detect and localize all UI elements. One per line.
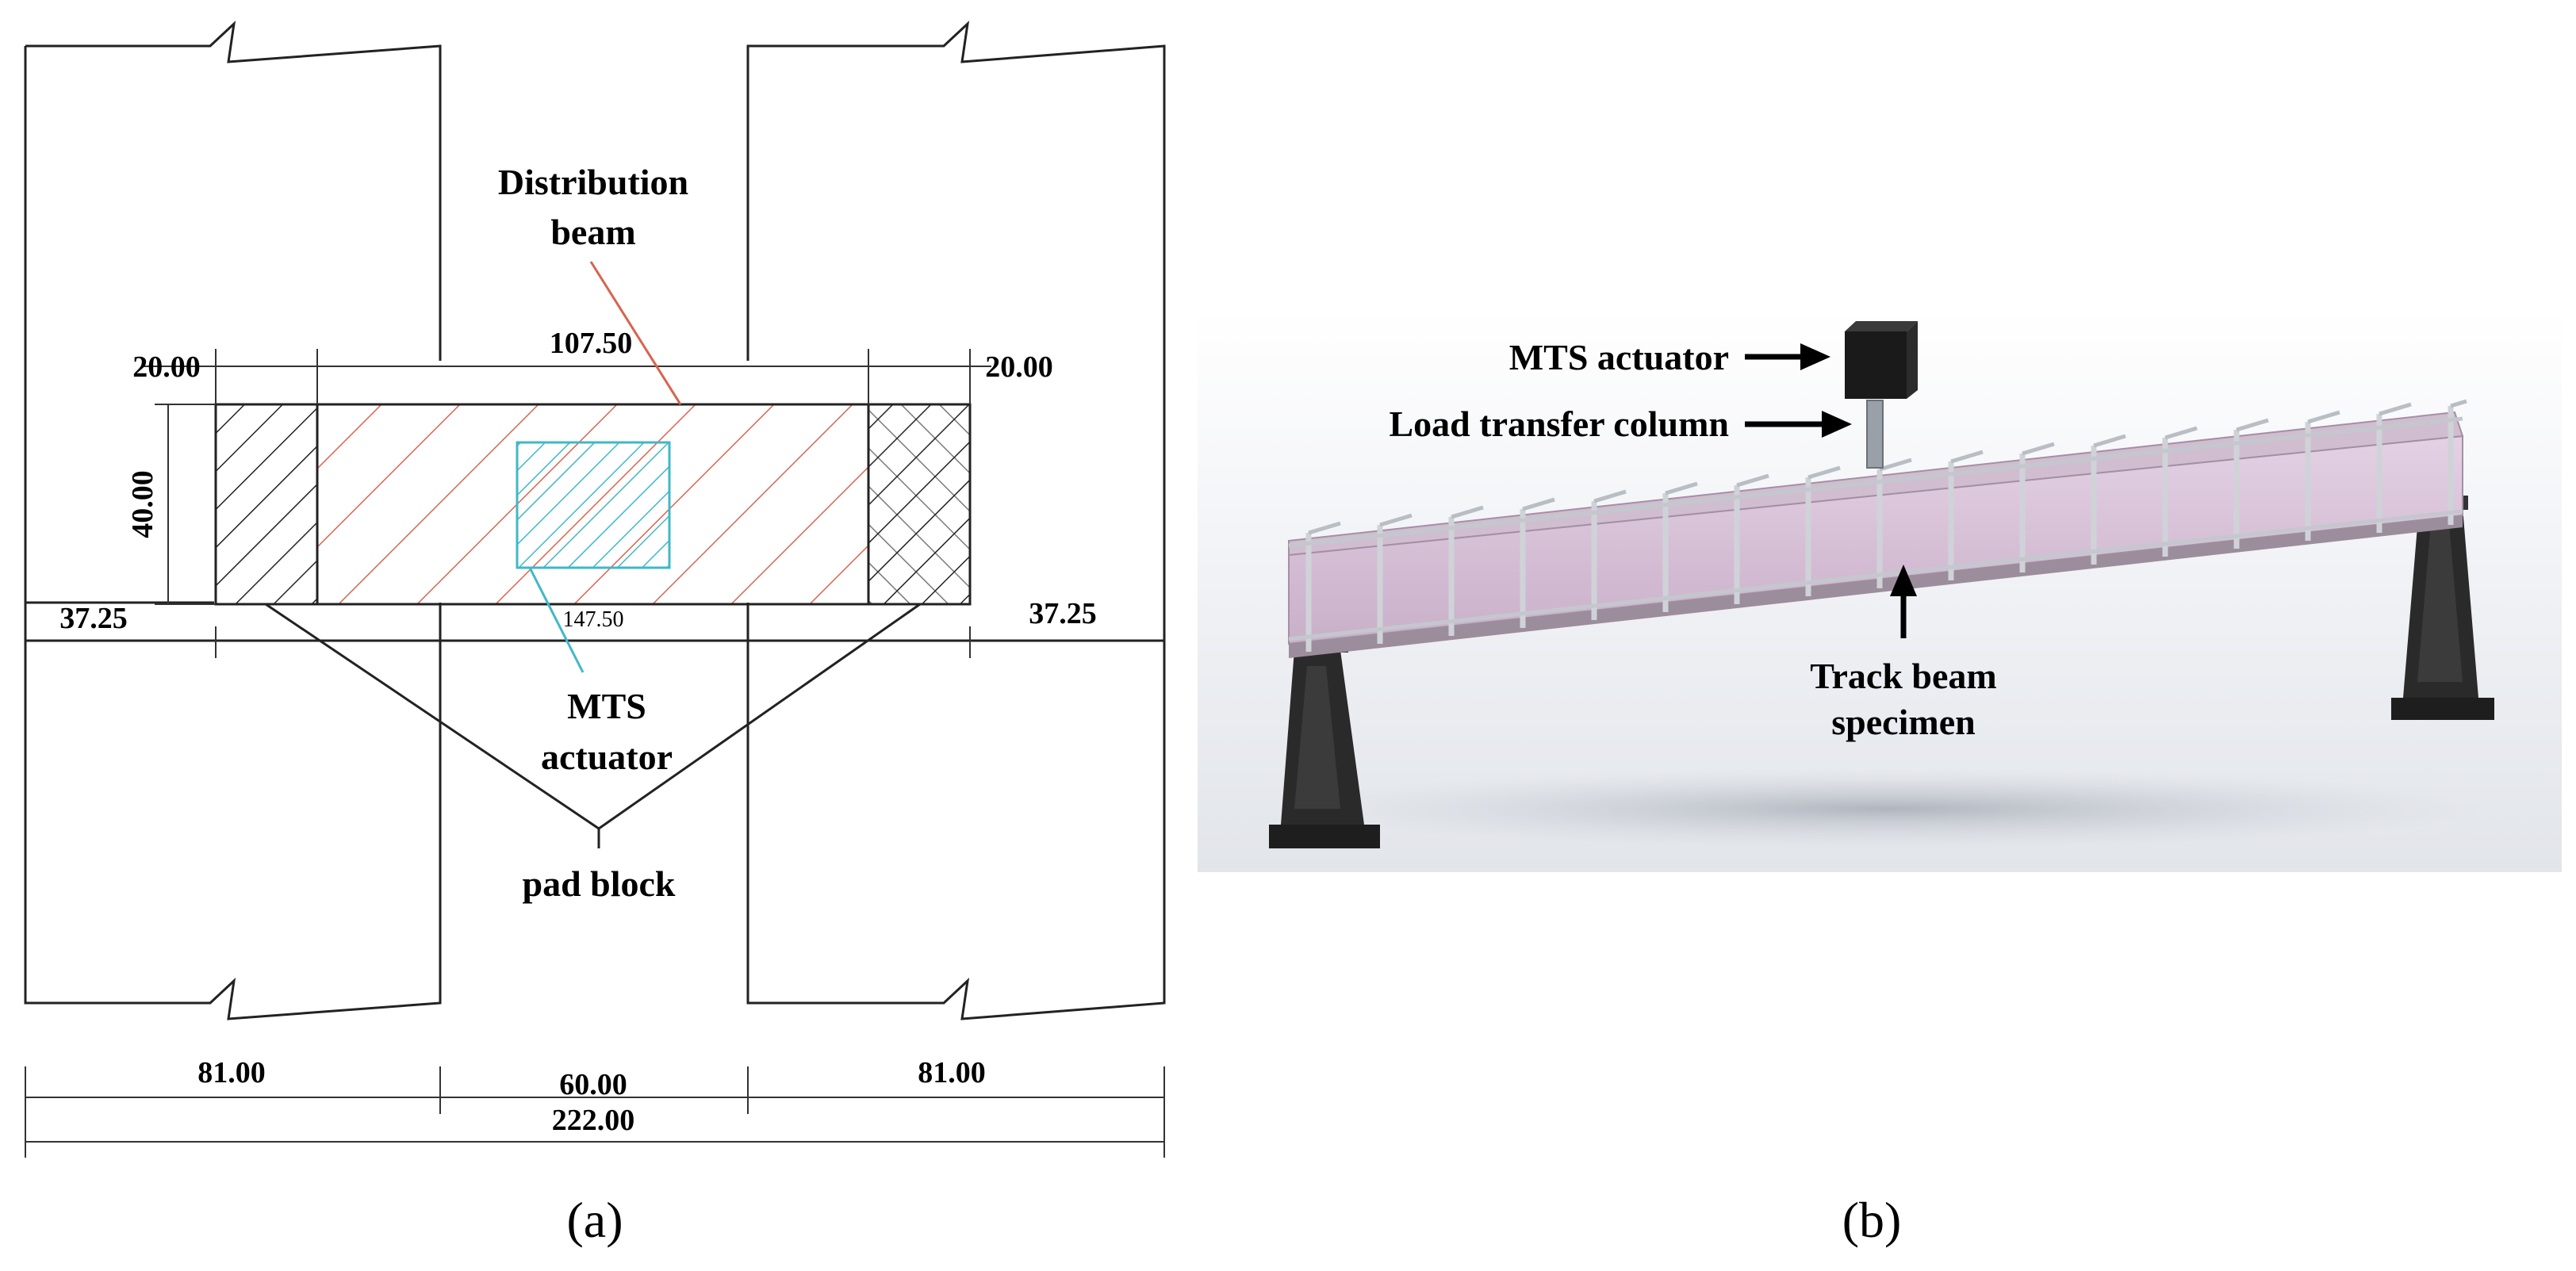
distribution-beam-label-line1: Distribution	[498, 162, 688, 202]
track-beam-callout-line1: Track beam	[1810, 656, 1997, 696]
mts-actuator-top	[1845, 321, 1918, 331]
dim-top-mid: 107.50	[550, 327, 633, 360]
panel-a-caption: (a)	[566, 1192, 623, 1248]
dim-top-left: 20.00	[132, 350, 201, 384]
panel-b-labels: MTS actuator Load transfer column Track …	[1390, 337, 1997, 1248]
dim-height: 40.00	[126, 470, 159, 538]
arrow-load-transfer-column	[1745, 411, 1852, 438]
mts-actuator-label-line1: MTS	[567, 686, 646, 726]
dim-inner-span: 147.50	[563, 607, 624, 632]
pad-block-label: pad block	[522, 863, 675, 904]
mts-actuator-callout: MTS actuator	[1509, 337, 1729, 377]
top-longitudinal-bar	[1288, 416, 2463, 548]
left-column-outline	[24, 20, 442, 1020]
stirrups	[1305, 406, 2454, 652]
dim-total: 222.00	[552, 1104, 635, 1137]
mts-actuator-body	[1845, 331, 1907, 399]
panel-b-render	[1198, 309, 2562, 872]
panel-a-labels: Distribution beam 20.00 107.50 20.00 40.…	[59, 162, 1097, 1248]
dim-right-offset: 37.25	[1029, 597, 1097, 630]
pad-block-left	[214, 403, 319, 606]
pad-block-right-crosshatch	[868, 404, 970, 604]
dim-left-offset: 37.25	[59, 602, 128, 635]
bottom-longitudinal-bar	[1288, 509, 2463, 641]
mts-actuator-leader	[528, 567, 585, 673]
track-beam-bottom	[1289, 515, 2463, 658]
mts-actuator-side	[1907, 321, 1918, 399]
dim-bottom-mid: 60.00	[559, 1068, 627, 1101]
load-transfer-column-callout: Load transfer column	[1390, 404, 1730, 444]
distribution-beam-label-line2: beam	[550, 212, 635, 252]
distribution-beam-leader	[589, 261, 682, 405]
track-beam-callout-line2: specimen	[1831, 702, 1975, 742]
stirrup-tops	[1308, 399, 2467, 535]
dim-top-right: 20.00	[985, 350, 1053, 384]
dim-bottom-right: 81.00	[918, 1056, 986, 1089]
right-column-outline	[746, 20, 1166, 1020]
arrow-track-beam	[1890, 565, 1917, 638]
floor-shadow	[1285, 769, 2490, 848]
arrow-mts-actuator	[1745, 343, 1830, 370]
right-support	[2391, 496, 2494, 720]
panel-b-caption: (b)	[1842, 1192, 1902, 1248]
mts-actuator-label-line2: actuator	[541, 737, 673, 777]
mts-actuator-footprint	[516, 441, 671, 569]
dim-bottom-left: 81.00	[197, 1056, 266, 1089]
panel-a-drawing	[24, 20, 1166, 1158]
load-transfer-column	[1866, 400, 1884, 469]
